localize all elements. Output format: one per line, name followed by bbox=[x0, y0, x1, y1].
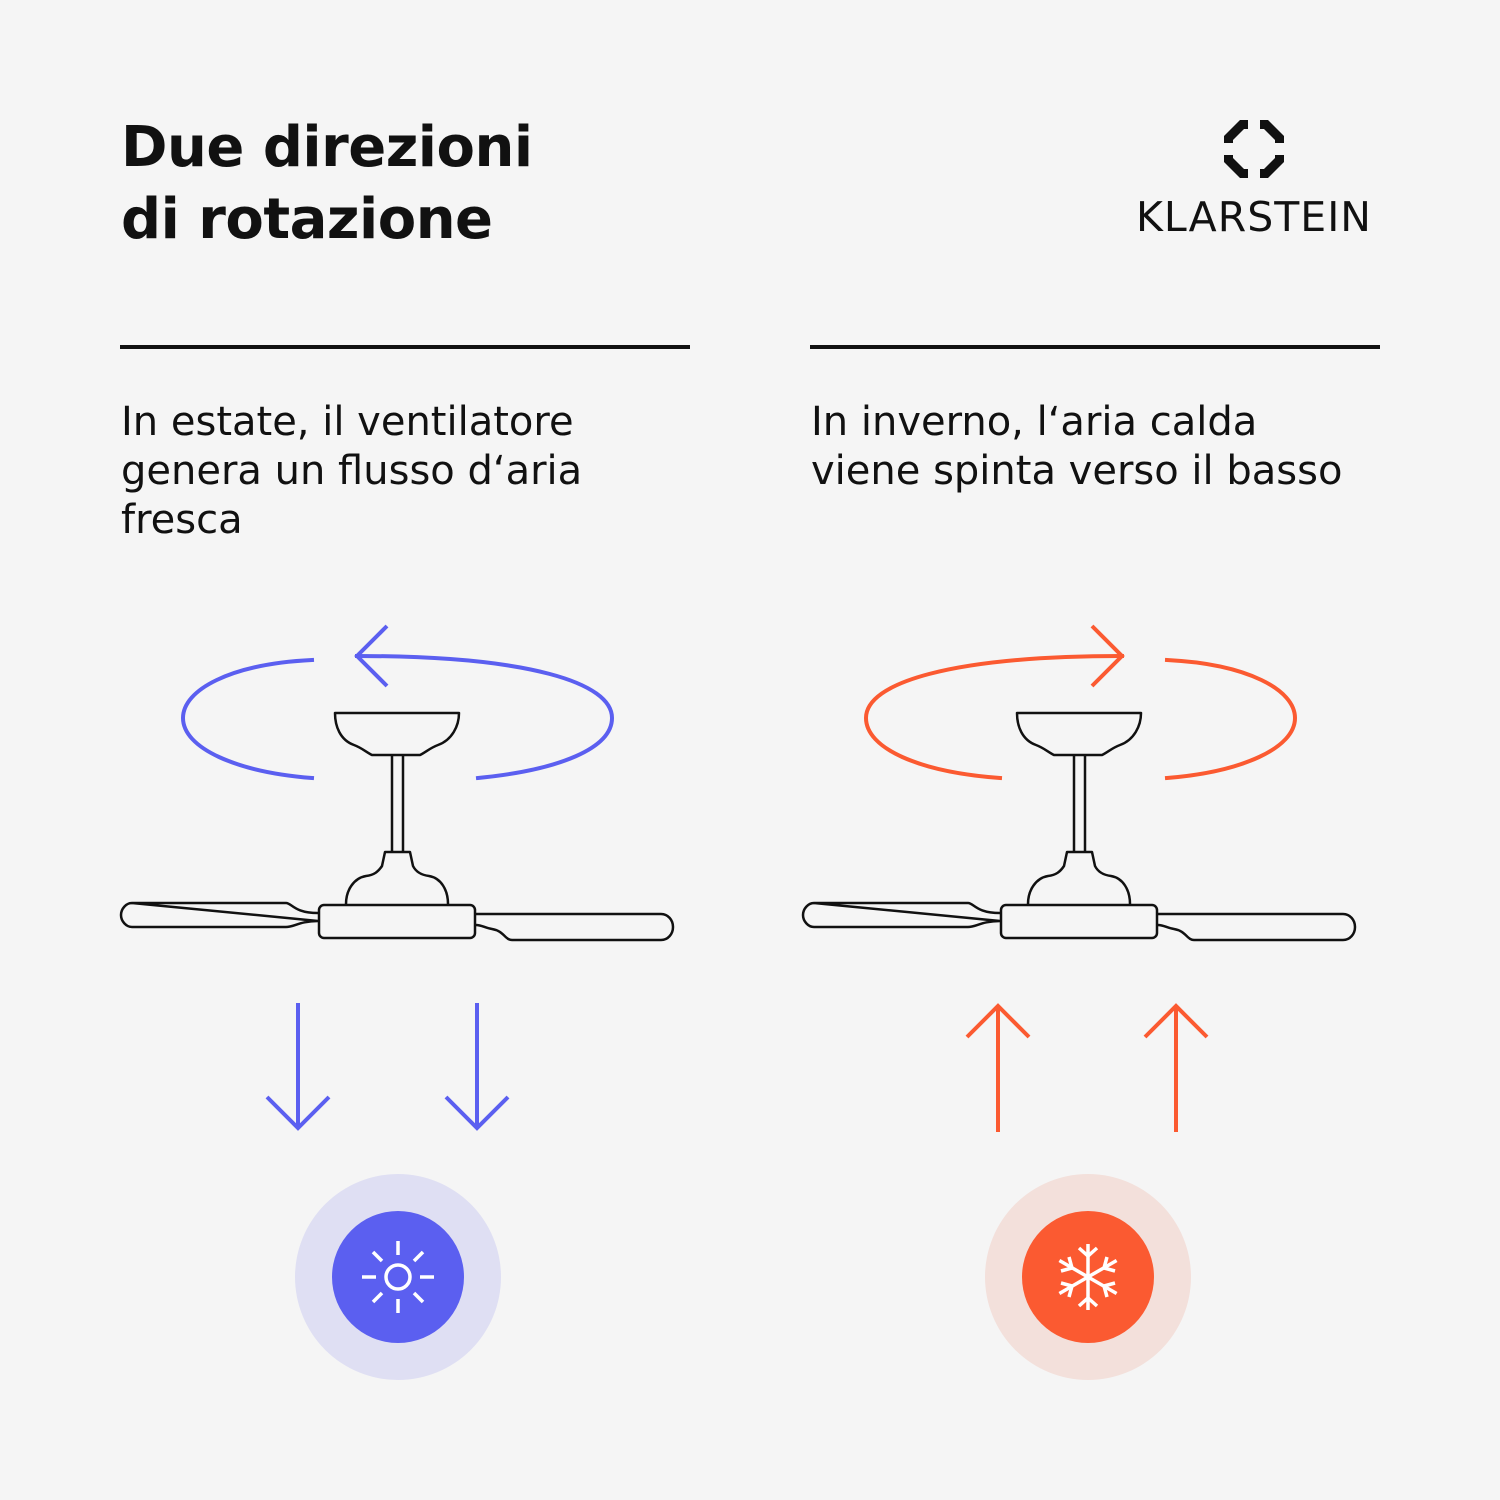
summer-badge bbox=[295, 1174, 501, 1380]
title-line-1: Due direzioni bbox=[121, 115, 533, 180]
summer-rotation-arrow bbox=[180, 624, 615, 781]
winter-badge bbox=[985, 1174, 1191, 1380]
sun-icon bbox=[362, 1241, 434, 1313]
summer-description-line: In estate, il ventilatore bbox=[121, 399, 574, 445]
title-line-2: di rotazione bbox=[121, 187, 493, 252]
divider-left bbox=[120, 345, 690, 349]
winter-description-line: In inverno, l‘aria calda bbox=[811, 399, 1258, 445]
summer-badge-circle bbox=[332, 1211, 464, 1343]
winter-description: In inverno, l‘aria calda viene spinta ve… bbox=[811, 398, 1411, 496]
summer-description-line: genera un flusso d‘aria bbox=[121, 448, 583, 494]
winter-airflow-arrows bbox=[965, 1003, 1209, 1132]
brand-logo: KLARSTEIN bbox=[1120, 118, 1388, 242]
brand-name: KLARSTEIN bbox=[1136, 193, 1372, 241]
snowflake-icon bbox=[1058, 1244, 1118, 1310]
winter-description-line: viene spinta verso il basso bbox=[811, 448, 1343, 494]
divider-right bbox=[810, 345, 1380, 349]
page-title: Due direzioni di rotazione bbox=[121, 112, 533, 256]
summer-description: In estate, il ventilatore genera un flus… bbox=[121, 398, 721, 545]
winter-rotation-arrow bbox=[863, 624, 1298, 781]
summer-description-line: fresca bbox=[121, 497, 243, 543]
summer-airflow-arrows bbox=[265, 1003, 510, 1131]
klarstein-mark-icon bbox=[1222, 118, 1286, 180]
